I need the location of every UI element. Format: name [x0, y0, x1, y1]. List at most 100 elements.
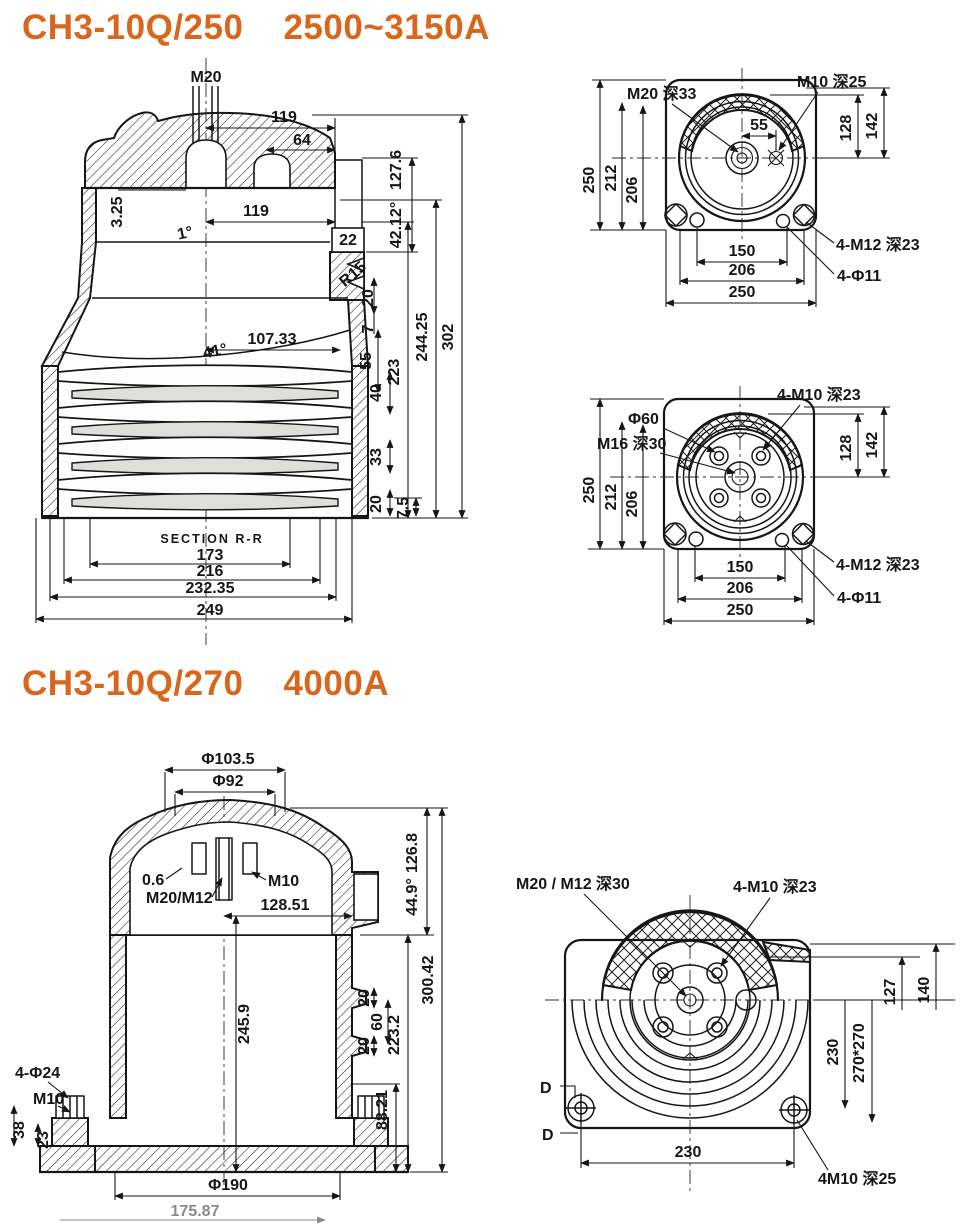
dim-7-5: 7.5: [395, 497, 412, 519]
dim-88-21: 88.21: [374, 1090, 391, 1130]
dim-206-v: 206: [624, 177, 641, 204]
dimensions: M20 / M12 深30 4-M10 深23 127 140 230 270*…: [516, 874, 955, 1188]
callout-m20-m12: M20/M12: [146, 890, 213, 907]
callout-phi60: Φ60: [628, 411, 659, 428]
dim-270x270: 270*270: [851, 1023, 868, 1083]
dim-m20: M20: [190, 69, 221, 86]
dim-42-12: 42.12°: [388, 202, 405, 248]
section-mark-d1: D: [540, 1080, 552, 1097]
dim-142: 142: [864, 432, 881, 459]
dim-245-9: 245.9: [236, 1004, 253, 1044]
section2-title: CH3-10Q/270 4000A: [22, 664, 389, 704]
dim-20-low: 20: [368, 495, 385, 513]
dim-60: 60: [369, 1013, 386, 1031]
dim-phi92: Φ92: [213, 773, 244, 790]
dim-33: 33: [368, 448, 385, 466]
dim-phi190: Φ190: [208, 1177, 248, 1194]
dim-119-top: 119: [271, 109, 297, 126]
section-mark-d2: D: [542, 1127, 554, 1144]
dim-216: 216: [197, 563, 224, 580]
section2-model: CH3-10Q/270: [22, 664, 244, 703]
dim-20-side: 20: [360, 289, 377, 307]
shed-arcs: [571, 999, 809, 1119]
dim-41deg: 41°: [201, 341, 228, 363]
corner-bolts: [566, 1093, 809, 1125]
dim-119-mid: 119: [243, 203, 269, 220]
dim-127: 127: [882, 979, 899, 1006]
dim-3-25: 3.25: [109, 196, 126, 227]
dim-206: 206: [727, 580, 754, 597]
callout-m16-depth30: M16 深30: [597, 434, 666, 453]
section2-rating: 4000A: [283, 664, 390, 703]
dim-128: 128: [838, 435, 855, 462]
shed-fins: [57, 364, 353, 511]
dim-126-8: 126.8: [404, 833, 421, 873]
bushing-body: [38, 796, 410, 1185]
callout-m20-m12-depth30: M20 / M12 深30: [516, 874, 630, 893]
callout-m20-depth33: M20 深33: [627, 84, 696, 103]
dim-206: 206: [729, 262, 756, 279]
section1-title: CH3-10Q/250 2500~3150A: [22, 8, 490, 48]
dim-1deg: 1°: [176, 224, 194, 244]
dim-250: 250: [727, 602, 754, 619]
dimensions: M20 119 64 3.25 119 22 42.12° 127.6 1°: [35, 69, 468, 623]
dim-249: 249: [197, 602, 224, 619]
drawing-flange-top-250: M20 深33 M10 深25 55 128 142 250 212 206: [581, 68, 920, 307]
callout-4m12-depth23: 4-M12 深23: [836, 235, 920, 254]
dim-250-v: 250: [581, 167, 598, 194]
dimensions: Φ103.5 Φ92 0.6 M20/M12 M10 128.51 126.8 …: [10, 751, 448, 1224]
dim-44-9: 44.9°: [404, 878, 421, 916]
dim-206-v: 206: [624, 491, 641, 518]
flange-plate: [612, 68, 852, 240]
dim-250: 250: [729, 284, 756, 301]
dim-20b: 20: [356, 1037, 373, 1055]
svg-text:175.87: 175.87: [171, 1203, 220, 1220]
dimensions: M20 深33 M10 深25 55 128 142 250 212 206: [581, 72, 920, 307]
section1-model: CH3-10Q/250: [22, 8, 244, 47]
drawing-side-section-270: Φ103.5 Φ92 0.6 M20/M12 M10 128.51 126.8 …: [10, 751, 448, 1224]
dim-212-v: 212: [603, 484, 620, 511]
callout-4m12-depth23: 4-M12 深23: [836, 555, 920, 574]
dim-300-42: 300.42: [420, 955, 437, 1004]
dim-127-6: 127.6: [388, 150, 405, 190]
dim-22: 22: [339, 232, 357, 249]
dim-55: 55: [358, 352, 375, 370]
section-label: SECTION R-R: [160, 532, 263, 546]
bolt-holes-cluster: [709, 446, 771, 508]
drawing-side-section-250: M20 119 64 3.25 119 22 42.12° 127.6 1°: [35, 58, 468, 645]
callout-m10: M10: [268, 873, 299, 890]
dim-base-width: 175.87: [60, 1203, 326, 1224]
dim-55: 55: [750, 117, 768, 134]
dim-302: 302: [440, 324, 457, 351]
dim-173: 173: [197, 547, 224, 564]
dim-phi103-5: Φ103.5: [201, 751, 254, 768]
dim-38: 38: [11, 1121, 28, 1139]
dim-142: 142: [864, 113, 881, 140]
dim-20a: 20: [356, 989, 373, 1007]
dim-223-2: 223.2: [386, 1015, 403, 1055]
section1-rating: 2500~3150A: [283, 8, 490, 47]
callout-4phi24: 4-Φ24: [15, 1065, 60, 1082]
dimensions: 4-M10 深23 Φ60 M16 深30 128 142 250 212 20…: [581, 385, 920, 625]
callout-4m10-depth23: 4-M10 深23: [733, 877, 817, 896]
dim-107-33: 107.33: [248, 331, 297, 348]
dim-40: 40: [368, 384, 385, 402]
dim-128-51: 128.51: [261, 897, 310, 914]
corner-holes: [663, 522, 815, 548]
dim-128: 128: [838, 115, 855, 142]
drawing-flange-270: M20 / M12 深30 4-M10 深23 127 140 230 270*…: [516, 874, 955, 1195]
flange-plate: [610, 386, 850, 560]
dim-223: 223: [386, 359, 403, 386]
dim-230: 230: [675, 1144, 702, 1161]
dim-0-6: 0.6: [142, 872, 164, 889]
callout-m10-base: M10: [33, 1091, 64, 1108]
dim-232-35: 232.35: [186, 580, 235, 597]
callout-4m10-depth25: 4M10 深25: [818, 1169, 896, 1188]
m10-hole: [767, 149, 785, 167]
drawing-flange-bottom-250: 4-M10 深23 Φ60 M16 深30 128 142 250 212 20…: [581, 385, 920, 625]
dim-140: 140: [916, 977, 933, 1004]
dim-230-v: 230: [825, 1039, 842, 1066]
callout-4phi11: 4-Φ11: [837, 590, 881, 607]
callout-4m10-depth23: 4-M10 深23: [777, 385, 861, 404]
